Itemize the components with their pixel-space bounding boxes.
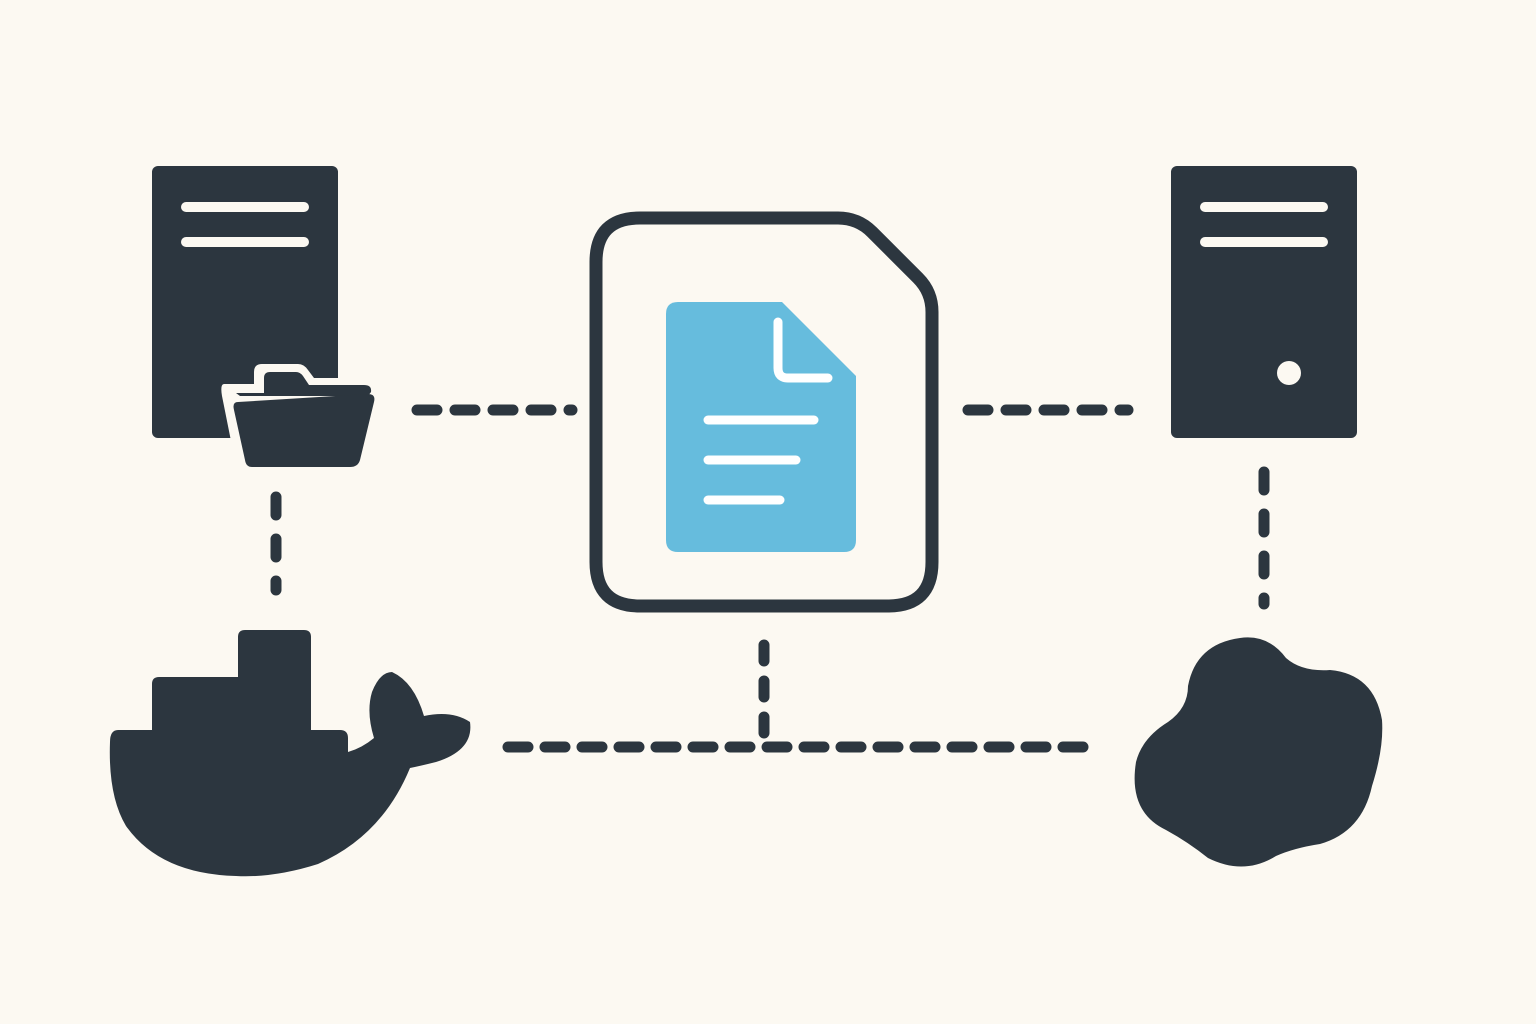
- folder-front: [233, 394, 375, 467]
- document-page: [666, 302, 856, 552]
- connectors: [270, 404, 1270, 753]
- server-tower-icon: [1171, 166, 1357, 438]
- document-card: [589, 211, 939, 613]
- whale-body: [109, 630, 471, 877]
- docker-whale-icon: [109, 630, 471, 877]
- document-icon: [666, 302, 856, 552]
- folder-icon: [221, 364, 381, 474]
- server-tower-body: [1171, 166, 1357, 438]
- server-with-folder-icon: [152, 166, 381, 474]
- blob-shape-icon: [1134, 637, 1383, 867]
- power-button: [1277, 361, 1301, 385]
- document-fold: [773, 317, 833, 383]
- folder-back: [236, 372, 372, 396]
- blob-shape: [1134, 637, 1383, 867]
